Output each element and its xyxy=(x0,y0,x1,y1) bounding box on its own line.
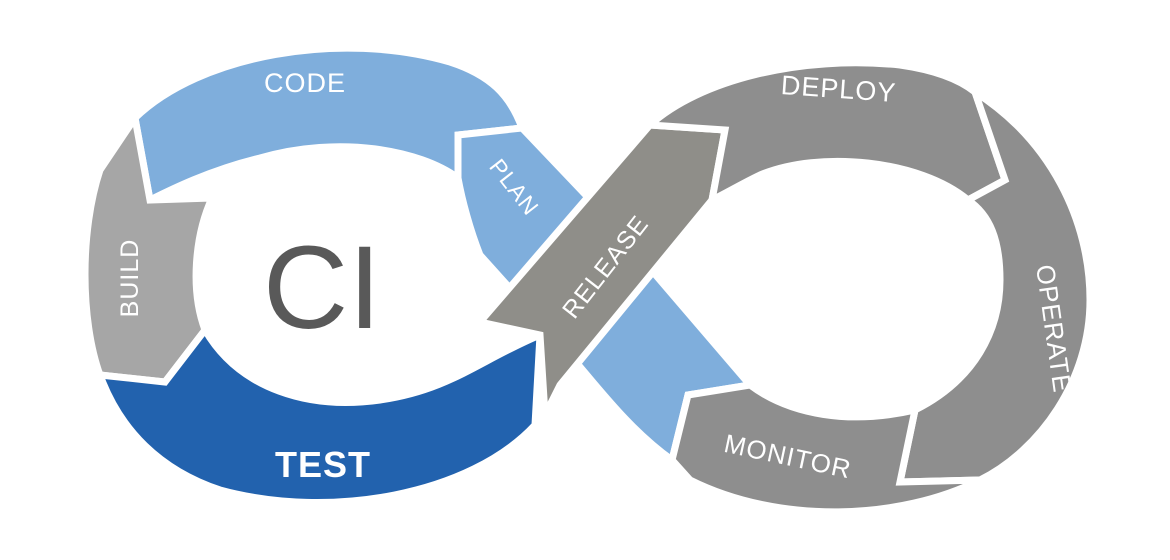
test-segment xyxy=(94,323,544,506)
ci-center-label: CI xyxy=(263,222,381,354)
operate-segment xyxy=(895,83,1094,486)
code-label: CODE xyxy=(264,68,346,98)
test-label: TEST xyxy=(275,444,371,485)
build-label: BUILD xyxy=(116,239,144,318)
monitor-segment xyxy=(668,381,982,516)
